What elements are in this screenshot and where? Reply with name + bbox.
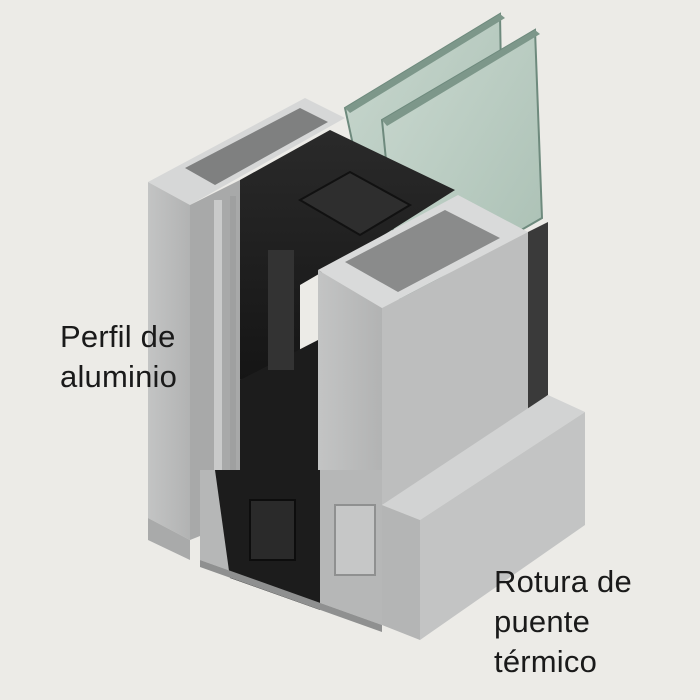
lower-right-chamber: [334, 504, 376, 576]
outer-frame-front: [148, 182, 190, 540]
bottom-frame-profile: [382, 395, 585, 640]
lower-chamber-window: [249, 499, 296, 561]
bottom-frame-side: [420, 412, 585, 640]
dark-core-strip: [268, 250, 294, 370]
dark-core-middle: [240, 340, 318, 505]
sash-front: [318, 270, 382, 505]
sash-top-hollow: [345, 210, 500, 292]
label-thermal-line-3: térmico: [494, 644, 598, 679]
lower-frame-front: [148, 518, 190, 560]
outer-frame-channel: [214, 200, 222, 530]
label-aluminum-line-1: Perfil de: [60, 319, 176, 354]
outer-frame-profile: [148, 98, 345, 540]
outer-frame-groove: [230, 196, 236, 516]
glass-pane-back-edge: [345, 14, 505, 113]
bottom-frame-front: [382, 505, 420, 640]
outer-frame-hollow: [185, 108, 328, 185]
sash-gasket: [528, 222, 548, 410]
label-thermal-line-1: Rotura de: [494, 564, 632, 599]
dark-core-chamber: [297, 170, 413, 237]
bottom-frame-top: [382, 395, 585, 520]
lower-outer-frame: [148, 470, 382, 632]
label-thermal-break: Rotura de puente térmico: [494, 562, 632, 682]
glass-pane-front-edge: [382, 30, 540, 126]
label-aluminum-profile: Perfil de aluminio: [60, 317, 177, 397]
label-aluminum-line-2: aluminio: [60, 359, 178, 394]
lower-bottom-edge: [200, 560, 382, 632]
label-thermal-line-2: puente: [494, 604, 591, 639]
